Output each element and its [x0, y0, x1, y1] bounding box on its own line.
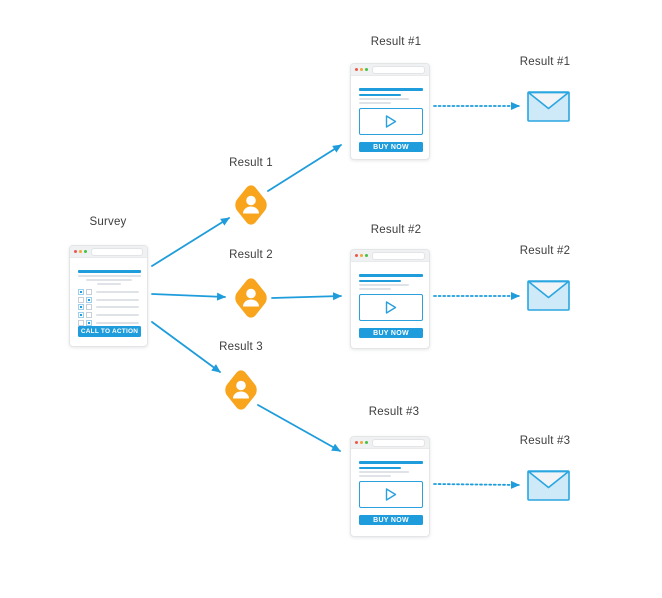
window-dot-amber-icon: [78, 249, 82, 254]
window-dot-red-icon: [74, 249, 78, 254]
page-1-title: Result #1: [370, 36, 422, 48]
question-text-line: [96, 314, 139, 317]
checkbox-checked[interactable]: [78, 289, 84, 295]
window-dot-green-icon: [364, 440, 368, 445]
page-text-line: [359, 98, 409, 100]
page-heading-line: [359, 94, 401, 96]
survey-question-list: [78, 289, 139, 327]
url-bar: [372, 438, 425, 447]
checkbox-checked[interactable]: [78, 304, 84, 311]
window-dot-amber-icon: [359, 253, 363, 258]
page-titlebar: [351, 64, 429, 76]
page-titlebar: [351, 250, 429, 262]
window-dot-green-icon: [364, 253, 368, 258]
page-text-line: [359, 471, 409, 473]
window-dot-green-icon: [364, 67, 368, 72]
envelope-icon: [527, 91, 570, 122]
page-heading-line: [359, 274, 423, 277]
page-text-line: [359, 288, 391, 290]
envelope-icon: [527, 280, 570, 311]
question-text-line: [96, 298, 139, 301]
email-3-label: Result #3: [519, 435, 571, 447]
persona-3-label: Result 3: [219, 341, 263, 353]
question-text-line: [96, 291, 139, 293]
user-icon: [235, 278, 267, 318]
page-text-line: [359, 475, 391, 477]
result-page-window-2: BUY NOW: [350, 249, 430, 349]
survey-question-row: [78, 319, 139, 326]
result-page-window-1: BUY NOW: [350, 63, 430, 160]
survey-label: Survey: [89, 216, 127, 228]
survey-question-row: [78, 296, 139, 303]
page-heading-line: [359, 467, 401, 469]
buy-now-button[interactable]: BUY NOW: [359, 142, 423, 152]
play-icon: [385, 115, 397, 128]
url-bar: [91, 247, 143, 256]
video-player[interactable]: [359, 294, 423, 321]
page-2-title: Result #2: [370, 224, 422, 236]
persona-1-label: Result 1: [229, 157, 273, 169]
url-bar: [372, 65, 425, 74]
survey-window: CALL TO ACTION: [69, 245, 148, 347]
survey-question-row: [78, 289, 139, 295]
buy-now-button[interactable]: BUY NOW: [359, 328, 423, 338]
survey-text-line: [86, 279, 132, 281]
window-dot-red-icon: [355, 67, 359, 72]
user-icon: [225, 370, 257, 410]
page-heading-line: [359, 461, 423, 464]
play-icon: [385, 301, 397, 314]
survey-question-row: [78, 304, 139, 311]
page-titlebar: [351, 437, 429, 449]
email-1-label: Result #1: [519, 56, 571, 68]
checkbox-unchecked[interactable]: [85, 289, 92, 295]
checkbox-unchecked[interactable]: [85, 304, 92, 311]
arrow-persona-2-to-page: [271, 292, 342, 301]
envelope-icon: [527, 470, 570, 501]
checkbox-checked[interactable]: [85, 296, 92, 303]
video-player[interactable]: [359, 108, 423, 135]
video-player[interactable]: [359, 481, 423, 508]
user-icon: [235, 185, 267, 225]
dotted-arrow-page-3-to-email: [433, 480, 520, 489]
page-heading-line: [359, 280, 401, 282]
survey-title-line: [78, 270, 141, 273]
question-text-line: [96, 321, 139, 324]
window-dot-amber-icon: [359, 440, 363, 445]
window-dot-red-icon: [355, 253, 359, 258]
page-text-line: [359, 102, 391, 104]
window-dot-green-icon: [83, 249, 87, 254]
window-dot-red-icon: [355, 440, 359, 445]
persona-2-label: Result 2: [229, 249, 273, 261]
question-text-line: [96, 306, 139, 309]
survey-text-line: [78, 274, 141, 277]
page-heading-line: [359, 88, 423, 91]
checkbox-unchecked[interactable]: [85, 312, 92, 319]
arrow-persona-3-to-page: [257, 404, 341, 452]
buy-now-button[interactable]: BUY NOW: [359, 515, 423, 525]
call-to-action-button[interactable]: CALL TO ACTION: [78, 326, 141, 337]
window-dot-amber-icon: [359, 67, 363, 72]
page-3-title: Result #3: [368, 406, 420, 418]
checkbox-checked[interactable]: [78, 312, 84, 319]
survey-question-row: [78, 312, 139, 319]
survey-titlebar: [70, 246, 147, 258]
survey-text-line: [97, 283, 121, 285]
result-page-window-3: BUY NOW: [350, 436, 430, 537]
page-text-line: [359, 284, 409, 286]
checkbox-checked[interactable]: [85, 319, 92, 326]
url-bar: [372, 251, 425, 260]
checkbox-unchecked[interactable]: [78, 319, 84, 326]
arrow-survey-to-persona-2: [151, 292, 226, 301]
play-icon: [385, 488, 397, 501]
checkbox-unchecked[interactable]: [78, 296, 84, 303]
email-2-label: Result #2: [519, 245, 571, 257]
